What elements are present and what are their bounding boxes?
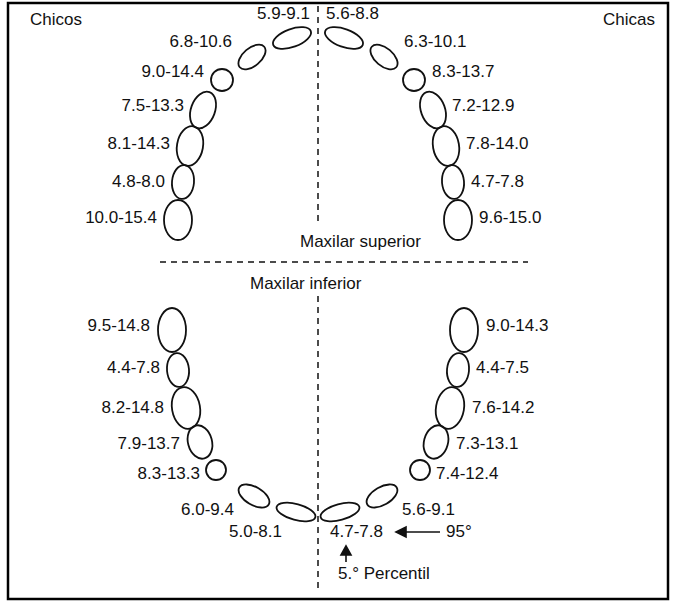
size-range: 9.0-14.4	[142, 62, 204, 82]
jaw-label: Maxilar superior	[300, 232, 421, 252]
size-range: 8.2-14.8	[102, 398, 164, 418]
size-range: 5.6-9.1	[402, 500, 455, 520]
size-range: 7.4-12.4	[436, 464, 498, 484]
percentile-note: 5.° Percentil	[338, 564, 430, 584]
size-range: 9.0-14.3	[486, 316, 548, 336]
tooth-outline	[410, 460, 430, 480]
size-range: 9.5-14.8	[88, 316, 150, 336]
tooth-outline	[211, 69, 233, 91]
tooth-outline	[234, 40, 270, 74]
size-range: 6.8-10.6	[170, 32, 232, 52]
size-range: 7.5-13.3	[122, 96, 184, 116]
tooth-outline	[166, 352, 191, 388]
midline	[317, 296, 319, 588]
tooth-outline	[446, 352, 471, 388]
pointer-arrow	[402, 531, 440, 533]
size-range: 4.4-7.5	[476, 358, 529, 378]
tooth-outline	[169, 385, 204, 431]
tooth-outline	[433, 385, 468, 431]
tooth-outline	[171, 164, 196, 200]
size-range: 6.0-9.4	[181, 500, 234, 520]
tooth-outline	[158, 308, 186, 352]
tooth-outline	[322, 23, 366, 54]
size-range: 8.3-13.3	[138, 464, 200, 484]
tooth-outline	[441, 164, 466, 200]
size-range: 7.6-14.2	[472, 398, 534, 418]
size-range: 7.8-14.0	[466, 134, 528, 154]
figure-frame	[8, 3, 668, 599]
tooth-outline	[319, 499, 362, 525]
size-range: 9.6-15.0	[479, 208, 541, 228]
percentile-note: 95°	[446, 522, 472, 542]
group-heading: Chicos	[30, 10, 82, 30]
group-heading: Chicas	[603, 10, 655, 30]
tooth-outline	[174, 124, 207, 168]
size-range: 4.7-7.8	[330, 522, 383, 542]
midline	[317, 6, 319, 226]
size-range: 10.0-15.4	[85, 208, 157, 228]
tooth-outline	[366, 40, 402, 74]
size-range: 8.1-14.3	[108, 134, 170, 154]
tooth-outline	[450, 308, 478, 352]
size-range: 5.6-8.8	[326, 4, 379, 24]
tooth-outline	[403, 69, 425, 91]
tooth-outline	[275, 499, 318, 525]
tooth-outline	[430, 124, 463, 168]
tooth-outline	[363, 480, 401, 513]
size-range: 7.2-12.9	[452, 96, 514, 116]
tooth-outline	[184, 422, 216, 461]
tooth-outline	[270, 23, 314, 54]
arrow-head	[341, 546, 351, 555]
size-range: 4.7-7.8	[471, 172, 524, 192]
size-range: 5.9-9.1	[257, 4, 310, 24]
tooth-outline	[206, 460, 226, 480]
size-range: 7.3-13.1	[456, 434, 518, 454]
tooth-outline	[235, 480, 273, 513]
size-range: 5.0-8.1	[229, 522, 282, 542]
size-range: 8.3-13.7	[432, 62, 494, 82]
size-range: 6.3-10.1	[404, 32, 466, 52]
jaw-divider	[160, 261, 528, 263]
size-range: 7.9-13.7	[118, 434, 180, 454]
tooth-outline	[444, 200, 472, 240]
tooth-outline	[420, 422, 452, 461]
jaw-label: Maxilar inferior	[250, 274, 361, 294]
size-range: 4.8-8.0	[112, 172, 165, 192]
size-range: 4.4-7.8	[107, 358, 160, 378]
arrow-head	[396, 527, 406, 537]
tooth-outline	[164, 200, 192, 240]
